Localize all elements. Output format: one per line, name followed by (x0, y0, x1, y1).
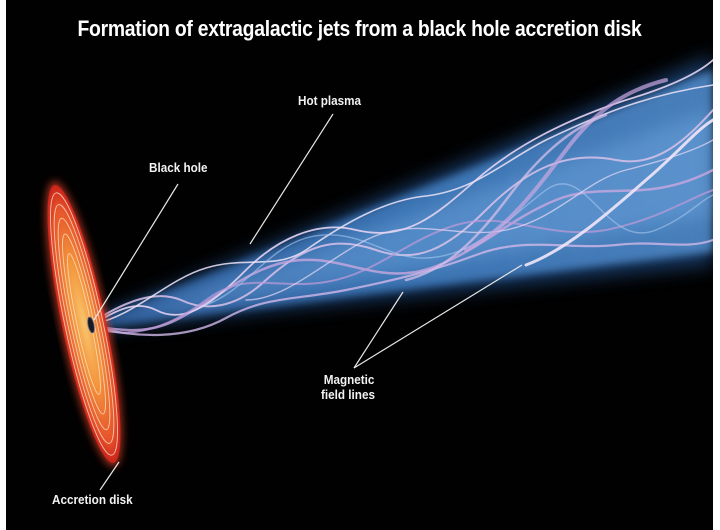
illustration-frame: Formation of extragalactic jets from a b… (6, 0, 713, 530)
plasma-jet (88, 55, 713, 330)
black-hole (87, 316, 95, 334)
jet-illustration (45, 55, 713, 491)
accretion-disk (45, 181, 123, 467)
diagram-title: Formation of extragalactic jets from a b… (77, 16, 642, 41)
label-magnetic-line1: Magnetic (323, 372, 375, 387)
label-hot-plasma: Hot plasma (298, 93, 362, 108)
label-magnetic-line2: field lines (321, 387, 375, 402)
label-magnetic-field-lines: Magnetic field lines (321, 372, 375, 402)
label-accretion-disk: Accretion disk (52, 492, 133, 507)
leader-lines (93, 113, 523, 491)
magnetic-field-lines (88, 59, 713, 337)
label-black-hole: Black hole (149, 160, 208, 175)
